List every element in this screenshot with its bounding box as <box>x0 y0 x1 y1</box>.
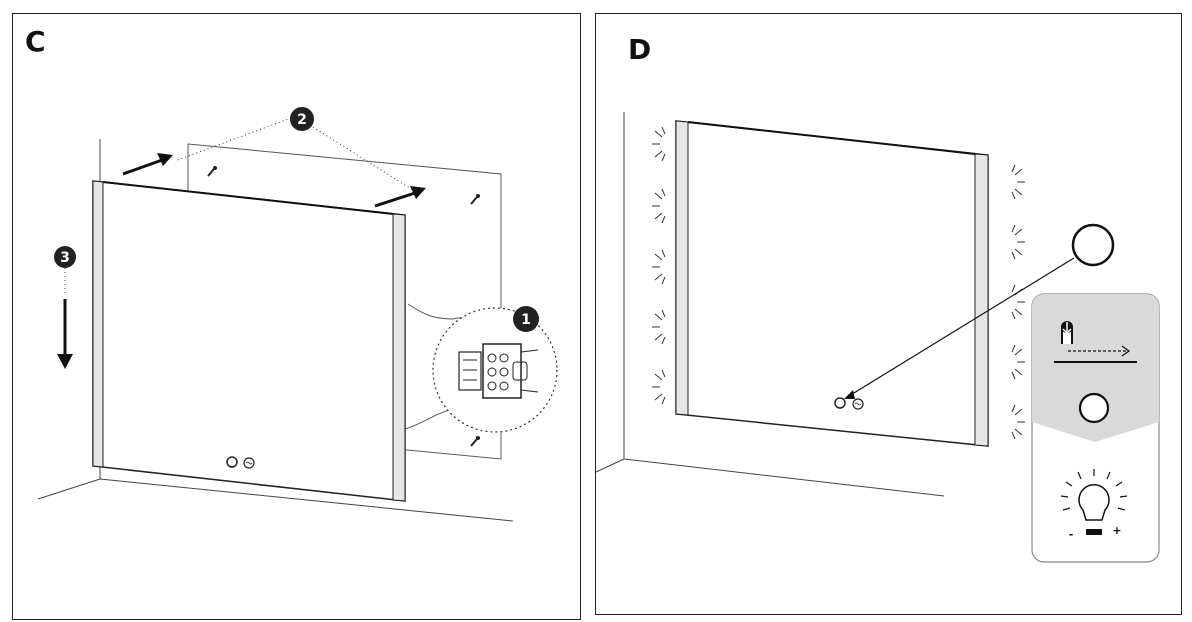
floor-line-left <box>37 478 101 500</box>
mirror <box>92 180 406 502</box>
mirror-led-strip-left <box>675 120 689 416</box>
callout-pointer-arrowhead <box>844 390 855 399</box>
light-glow-left <box>652 126 666 405</box>
screw-icon <box>470 194 480 205</box>
touch-instruction-card <box>1031 293 1160 563</box>
defog-button-icon <box>243 457 255 469</box>
mirror-led-strip-left <box>92 180 104 468</box>
light-rays-icon <box>1060 469 1128 511</box>
panel-letter-c: C <box>25 25 46 58</box>
floor-line-right <box>99 478 514 522</box>
arrow-right-icon <box>122 153 173 176</box>
mirror-installation-illustration: 2 3 1 <box>37 107 558 522</box>
step-badge-3 <box>54 246 76 268</box>
floor-line-left <box>595 458 625 473</box>
mirror-led-strip-right <box>974 153 989 447</box>
terminal-block-icon <box>458 343 539 399</box>
light-bulb-icon <box>1078 484 1110 535</box>
screw-icon <box>470 436 480 447</box>
mirror-led-strip-right <box>392 213 406 502</box>
arrow-down-icon <box>57 299 73 369</box>
press-hold-gesture-icon <box>1061 321 1073 344</box>
touch-button-icon <box>226 456 238 468</box>
leader-line <box>174 117 292 162</box>
mirror-top-edge <box>687 121 976 155</box>
brightness-decrease-label: - <box>1069 528 1074 541</box>
touch-button-icon <box>1078 392 1110 424</box>
panel-letter-d: D <box>628 33 652 66</box>
touch-button-zoom-icon <box>1071 223 1115 267</box>
step-number-3: 3 <box>60 250 70 266</box>
mirror-touch-control-illustration: - + <box>595 112 1160 563</box>
light-glow-right <box>1011 164 1025 440</box>
arrow-right-icon <box>374 186 426 208</box>
step-number-2: 2 <box>297 112 307 128</box>
panel-c: C <box>12 13 581 620</box>
step-badge-2 <box>290 107 314 131</box>
floor-line-right <box>623 458 945 497</box>
step-number-1: 1 <box>521 312 531 328</box>
screw-icon <box>207 166 217 177</box>
step-badge-1 <box>513 306 539 332</box>
brightness-increase-label: + <box>1112 524 1121 537</box>
callout-pointer-line <box>848 257 1075 397</box>
touch-button-icon <box>834 397 846 409</box>
mirror <box>675 120 989 447</box>
panel-d: D <box>595 13 1182 615</box>
defog-button-icon <box>852 398 864 410</box>
mirror-top-edge <box>102 181 394 215</box>
slide-arrow-icon <box>1068 345 1131 357</box>
leader-line <box>312 126 417 193</box>
